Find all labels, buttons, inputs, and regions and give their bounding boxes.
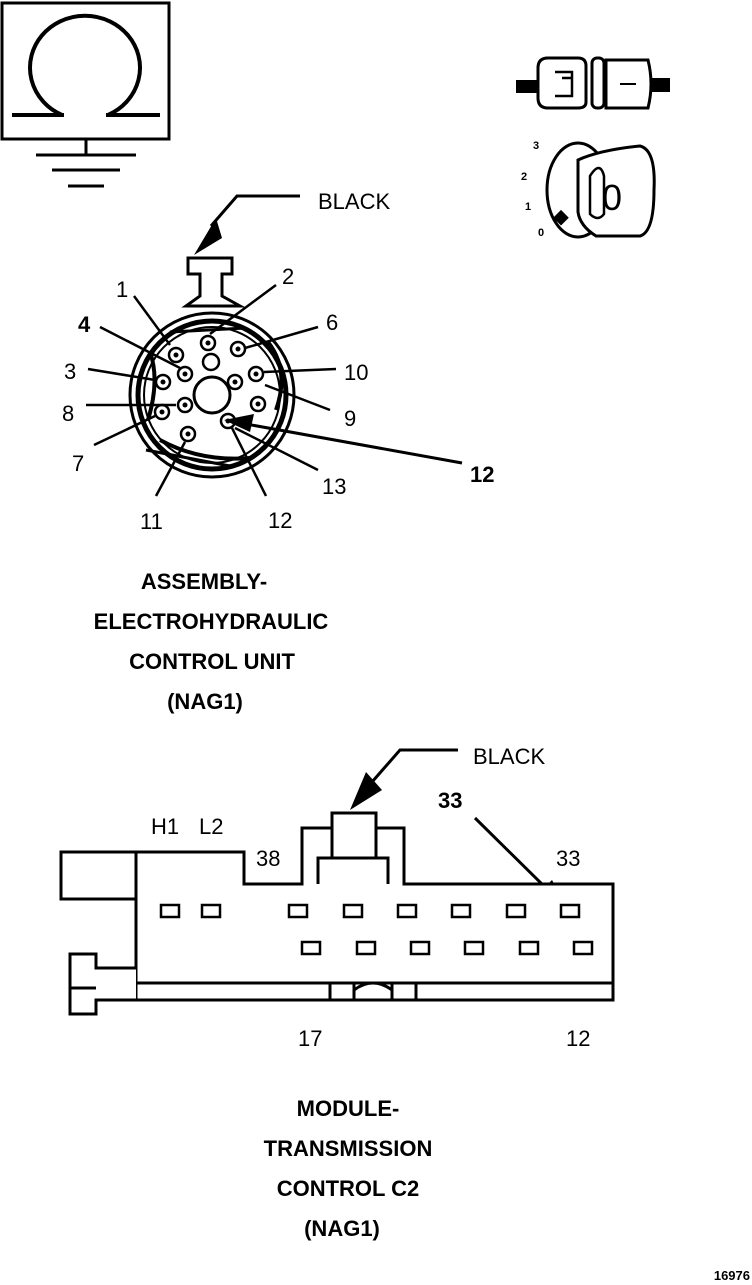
ecu-pin-5 xyxy=(226,373,244,391)
ecu-color-label: BLACK xyxy=(318,189,390,214)
tcm-label-33-callout: 33 xyxy=(438,788,462,813)
tcm-cavity xyxy=(463,940,485,956)
ecu-title-line-3: CONTROL UNIT xyxy=(129,649,295,674)
ecu-label-8: 8 xyxy=(62,401,74,426)
omega-ground-icon xyxy=(0,1,171,188)
ecu-label-13: 13 xyxy=(322,474,346,499)
ecu-pin-4 xyxy=(176,365,194,383)
tcm-cavity xyxy=(342,903,364,919)
ecu-label-2: 2 xyxy=(282,264,294,289)
tcm-cavity xyxy=(287,903,309,919)
ecu-label-4: 4 xyxy=(78,312,91,337)
ecu-title-line-2: ELECTROHYDRAULIC xyxy=(94,609,329,634)
ecu-title-line-4: (NAG1) xyxy=(167,689,243,714)
ecu-pin-1 xyxy=(167,346,185,364)
tcm-cavity xyxy=(505,903,527,919)
tcm-cavity xyxy=(355,940,377,956)
ecu-label-1: 1 xyxy=(116,277,128,302)
ecu-label-6: 6 xyxy=(326,310,338,335)
ecu-pin-3 xyxy=(154,373,172,391)
tcm-color-label: BLACK xyxy=(473,744,545,769)
ecu-pin-7 xyxy=(153,403,171,421)
ecu-pin-11 xyxy=(179,425,197,443)
tcm-cavity-17 xyxy=(300,940,322,956)
ecu-pin-2 xyxy=(199,334,217,352)
figure-number: 16976 xyxy=(714,1268,750,1283)
tcm-cavity-12 xyxy=(572,940,594,956)
tcm-title-line-4: (NAG1) xyxy=(304,1216,380,1241)
tcm-title-line-3: CONTROL C2 xyxy=(277,1176,420,1201)
key-position-2: 2 xyxy=(521,171,527,183)
ecu-label-12-callout: 12 xyxy=(470,462,494,487)
ecu-pin-8 xyxy=(176,396,194,414)
tcm-title-line-2: TRANSMISSION xyxy=(264,1136,433,1161)
tcm-cavity xyxy=(396,903,418,919)
tcm-cavity-33 xyxy=(559,903,581,919)
tcm-cavity-l2 xyxy=(200,903,222,919)
tcm-connector: BLACK H1 L2 38 33 33 xyxy=(59,744,615,1241)
tcm-cavity xyxy=(450,903,472,919)
ecu-pin-10 xyxy=(247,365,265,383)
ecu-label-10: 10 xyxy=(344,360,368,385)
tcm-cavity xyxy=(518,940,540,956)
connector-plug-icon xyxy=(516,56,670,110)
tcm-label-17: 17 xyxy=(298,1026,322,1051)
ecu-pin-9 xyxy=(249,395,267,413)
tcm-label-l2: L2 xyxy=(199,814,223,839)
ecu-label-7: 7 xyxy=(72,451,84,476)
tcm-label-h1: H1 xyxy=(151,814,179,839)
tcm-cavity-h1 xyxy=(159,903,181,919)
ignition-key-icon: 3 2 1 0 0 xyxy=(521,140,656,239)
ecu-connector: BLACK xyxy=(62,189,494,714)
ecu-pin-6 xyxy=(229,340,247,358)
ecu-label-3: 3 xyxy=(64,359,76,384)
ecu-label-9: 9 xyxy=(344,406,356,431)
tcm-label-38: 38 xyxy=(256,846,280,871)
ecu-title-line-1: ASSEMBLY- xyxy=(141,569,267,594)
key-label: 0 xyxy=(602,177,622,218)
tcm-cavity xyxy=(409,940,431,956)
tcm-label-33: 33 xyxy=(556,846,580,871)
tcm-label-12: 12 xyxy=(566,1026,590,1051)
key-position-1: 1 xyxy=(525,201,531,213)
ecu-label-11: 11 xyxy=(140,509,163,534)
key-position-0: 0 xyxy=(538,227,544,239)
ecu-label-12: 12 xyxy=(268,508,292,533)
tcm-title-line-1: MODULE- xyxy=(297,1096,400,1121)
key-position-3: 3 xyxy=(533,140,539,152)
